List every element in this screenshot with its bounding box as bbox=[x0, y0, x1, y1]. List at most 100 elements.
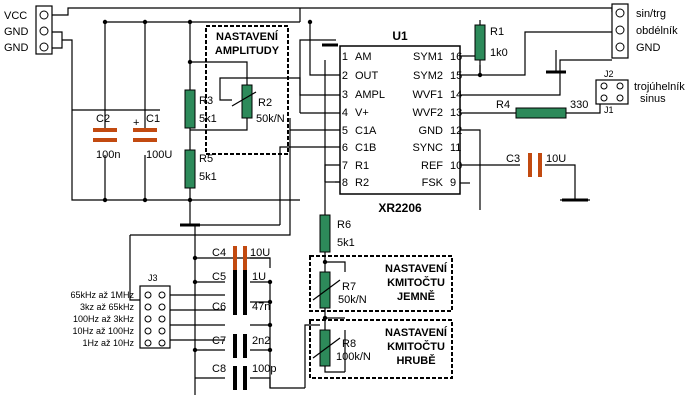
c8-ref: C8 bbox=[212, 363, 226, 375]
output-square-label: obdélník bbox=[636, 25, 678, 37]
resistor-r1: R1 1k0 bbox=[474, 24, 508, 61]
power-gnd1-label: GND bbox=[4, 26, 29, 38]
wave-sine-label: sinus bbox=[640, 93, 666, 105]
ic-left-pins: 1 AM 2 OUT 3 AMPL 4 V+ 5 C1A 6 C1B 7 R1 … bbox=[342, 51, 385, 189]
fine-title-3: JEMNĚ bbox=[397, 290, 435, 303]
pin5-num: 5 bbox=[342, 125, 348, 137]
capacitor-c8: C8 100p bbox=[212, 363, 276, 390]
ground-symbols bbox=[180, 43, 588, 227]
c2-val: 100n bbox=[96, 149, 120, 161]
r4-val: 330 bbox=[570, 99, 588, 111]
potentiometer-r7: R7 50k/N bbox=[312, 271, 367, 309]
pin14-name: WVF1 bbox=[412, 89, 443, 101]
pin1-name: AM bbox=[355, 51, 372, 63]
c2-ref: C2 bbox=[96, 113, 110, 125]
output-connector: sin/trg obdélník GND bbox=[611, 3, 678, 59]
pin7-name: R1 bbox=[355, 160, 369, 172]
pin5-name: C1A bbox=[355, 125, 377, 137]
wave-triangle-label: trojúhelník bbox=[634, 81, 685, 93]
r6-ref: R6 bbox=[337, 219, 351, 231]
resistor-r4: R4 330 bbox=[496, 99, 588, 119]
r2-val: 50k/N bbox=[256, 113, 285, 125]
pin3-num: 3 bbox=[342, 89, 348, 101]
power-vcc-label: VCC bbox=[4, 10, 27, 22]
c3-val: 10U bbox=[546, 153, 566, 165]
c6-val: 47n bbox=[252, 301, 270, 313]
box-fine: NASTAVENÍ KMITOČTU JEMNĚ bbox=[309, 255, 453, 312]
c4-ref: C4 bbox=[212, 247, 226, 259]
jumper-j3: J3 65kHz až 1MHz 3kz až 65kHz 100Hz až 3… bbox=[70, 273, 171, 349]
pin11-name: SYNC bbox=[412, 142, 443, 154]
pin2-name: OUT bbox=[355, 70, 379, 82]
pin4-name: V+ bbox=[355, 107, 369, 119]
capacitor-c5: C5 1U bbox=[212, 270, 266, 294]
box-amplitude: NASTAVENÍ AMPLITUDY bbox=[205, 25, 289, 155]
c4-val: 10U bbox=[250, 247, 270, 259]
power-connector: VCC GND GND bbox=[4, 5, 53, 55]
c5-val: 1U bbox=[252, 271, 266, 283]
pin1-num: 1 bbox=[342, 51, 348, 63]
ic-ref: U1 bbox=[392, 29, 408, 43]
r5-val: 5k1 bbox=[199, 171, 217, 183]
pin13-name: WVF2 bbox=[412, 107, 443, 119]
pin12-name: GND bbox=[419, 125, 444, 137]
pin6-name: C1B bbox=[355, 142, 376, 154]
capacitor-c6: C6 47n bbox=[212, 291, 270, 315]
r4-ref: R4 bbox=[496, 99, 510, 111]
range-label-4: 10Hz až 100Hz bbox=[72, 326, 134, 336]
pin9-num: 9 bbox=[450, 177, 456, 189]
c7-ref: C7 bbox=[212, 335, 226, 347]
ic-right-pins: SYM1 16 SYM2 15 WVF1 14 WVF2 13 GND 12 S… bbox=[412, 51, 462, 189]
potentiometer-r8: R8 100k/N bbox=[312, 329, 371, 367]
capacitor-c2: C2 100n bbox=[93, 113, 120, 161]
pin8-name: R2 bbox=[355, 177, 369, 189]
capacitor-c3: C3 10U bbox=[506, 153, 566, 177]
j2-label: J2 bbox=[604, 69, 614, 79]
c6-ref: C6 bbox=[212, 301, 226, 313]
amp-title-1: NASTAVENÍ bbox=[216, 30, 279, 43]
amp-title-2: AMPLITUDY bbox=[215, 45, 280, 57]
r3-val: 5k1 bbox=[199, 113, 217, 125]
pin15-num: 15 bbox=[450, 70, 462, 82]
range-label-2: 3kz až 65kHz bbox=[80, 302, 135, 312]
pin14-num: 14 bbox=[450, 89, 462, 101]
power-gnd2-label: GND bbox=[4, 42, 29, 54]
pin12-num: 12 bbox=[450, 125, 462, 137]
range-label-1: 65kHz až 1MHz bbox=[70, 290, 134, 300]
j3-label: J3 bbox=[148, 273, 158, 283]
pin6-num: 6 bbox=[342, 142, 348, 154]
c8-val: 100p bbox=[252, 363, 276, 375]
r2-ref: R2 bbox=[258, 97, 272, 109]
jumper-j1j2: J2 J1 trojúhelník sinus bbox=[595, 69, 685, 115]
junction-dots bbox=[102, 19, 483, 353]
capacitor-c4: C4 10U bbox=[212, 246, 270, 270]
c1-plus: + bbox=[133, 117, 139, 129]
potentiometer-r2: R2 50k/N bbox=[231, 84, 285, 125]
pin16-num: 16 bbox=[450, 51, 462, 63]
pin3-name: AMPL bbox=[355, 89, 385, 101]
r7-ref: R7 bbox=[342, 281, 356, 293]
output-sin-label: sin/trg bbox=[636, 8, 666, 20]
pin15-name: SYM2 bbox=[413, 70, 443, 82]
coarse-title-3: HRUBĚ bbox=[396, 354, 435, 367]
pin13-num: 13 bbox=[450, 107, 462, 119]
c3-ref: C3 bbox=[506, 153, 520, 165]
pin9-name: FSK bbox=[422, 177, 444, 189]
pin10-name: REF bbox=[421, 160, 443, 172]
pin8-num: 8 bbox=[342, 177, 348, 189]
r8-ref: R8 bbox=[342, 338, 356, 350]
c1-ref: C1 bbox=[146, 113, 160, 125]
pin4-num: 4 bbox=[342, 107, 348, 119]
box-coarse: NASTAVENÍ KMITOČTU HRUBĚ bbox=[309, 319, 453, 379]
range-label-5: 1Hz až 10Hz bbox=[82, 338, 134, 348]
r7-val: 50k/N bbox=[338, 294, 367, 306]
wires bbox=[52, 7, 613, 395]
pin2-num: 2 bbox=[342, 70, 348, 82]
output-gnd-label: GND bbox=[636, 42, 661, 54]
c5-ref: C5 bbox=[212, 271, 226, 283]
pin11-num: 11 bbox=[450, 142, 461, 154]
range-label-3: 100Hz až 3kHz bbox=[73, 314, 135, 324]
resistor-r3: R3 5k1 bbox=[184, 89, 217, 129]
coarse-title-1: NASTAVENÍ bbox=[385, 326, 448, 339]
